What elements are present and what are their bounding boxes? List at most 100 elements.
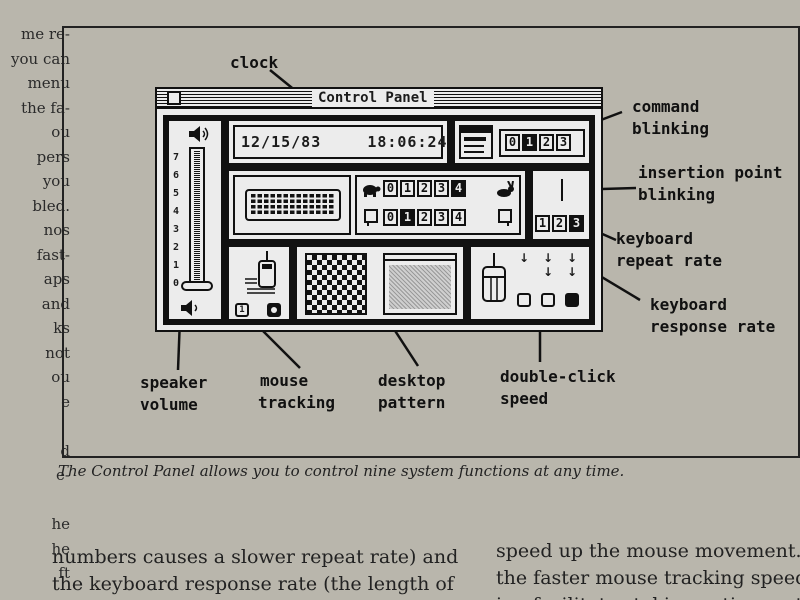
digit-option[interactable]: 3 (556, 134, 571, 151)
digit-option[interactable]: 1 (400, 180, 415, 197)
key-icon-fast (498, 209, 512, 226)
insertion-point-icon (561, 179, 563, 201)
double-click-option-3[interactable] (565, 293, 579, 307)
keyboard-key (270, 210, 275, 214)
clock-display[interactable]: 12/15/83 18:06:24 (233, 125, 447, 159)
clock-time[interactable]: 18:06:24 (367, 133, 448, 151)
keyboard-key (296, 199, 301, 203)
tracking-option-2[interactable] (267, 303, 281, 317)
close-box[interactable] (167, 91, 181, 105)
body-text-left: numbers causes a slower repeat rate) and… (52, 546, 459, 595)
arrow-down-icon: ↓↓ (542, 251, 554, 279)
body-text-right: speed up the mouse movement. the faster … (496, 540, 800, 600)
keyboard-key (296, 205, 301, 209)
volume-scale-label: 4 (173, 206, 180, 217)
left-column-line: ou (51, 368, 70, 386)
left-column-line: bled. (32, 196, 70, 215)
digit-option[interactable]: 4 (451, 180, 466, 197)
left-column-line: menu (27, 74, 70, 92)
clock-pane: 12/15/83 18:06:24 (227, 119, 449, 165)
volume-scale-label: 1 (173, 260, 180, 271)
arrow-down-icon: ↓ (518, 251, 530, 265)
keyboard-key (322, 199, 327, 203)
keyboard-key (257, 205, 262, 209)
keyboard-key (251, 194, 256, 198)
keyboard-key (257, 210, 262, 214)
left-column-line: he (51, 515, 70, 533)
keyboard-key (290, 199, 295, 203)
digit-option[interactable]: 3 (434, 180, 449, 197)
speaker-icon (189, 126, 209, 142)
digit-option[interactable]: 3 (569, 215, 584, 232)
left-column-line: you (42, 172, 70, 190)
window-title: Control Panel (312, 90, 434, 107)
digit-option[interactable]: 4 (451, 209, 466, 226)
left-column-line: you can (11, 49, 70, 68)
digit-option[interactable]: 0 (383, 180, 398, 197)
desktop-preview[interactable] (383, 253, 457, 315)
volume-scale-label: 3 (173, 224, 180, 235)
digit-option[interactable]: 2 (417, 180, 432, 197)
keyboard-key (283, 205, 288, 209)
left-column-line: he (51, 539, 70, 558)
keyboard-key (290, 210, 295, 214)
digit-option[interactable]: 1 (400, 209, 415, 226)
left-column-line: ft (58, 564, 70, 582)
left-column-line (0, 488, 70, 513)
keyboard-key (322, 194, 327, 198)
volume-slider-thumb[interactable] (181, 281, 213, 291)
keyboard-key (283, 199, 288, 203)
left-column-line: aps (43, 270, 70, 288)
digit-option[interactable]: 0 (383, 209, 398, 226)
keyboard-key (290, 194, 295, 198)
keyboard-key (329, 199, 334, 203)
clock-date[interactable]: 12/15/83 (241, 133, 322, 151)
digit-option[interactable]: 3 (434, 209, 449, 226)
keyboard-key (309, 205, 314, 209)
left-column-line: pers (36, 147, 70, 166)
digit-option[interactable]: 2 (552, 215, 567, 232)
menu-icon (459, 125, 493, 159)
keyboard-picture (233, 175, 351, 235)
keyboard-key (277, 205, 282, 209)
digit-option[interactable]: 0 (505, 134, 520, 151)
keyboard-key (257, 199, 262, 203)
keyboard-key (309, 199, 314, 203)
left-column-line: not (45, 343, 70, 362)
keyboard-key (322, 205, 327, 209)
double-click-option-2[interactable] (541, 293, 555, 307)
left-column-line: nos (43, 221, 70, 239)
speaker-icon (181, 300, 198, 316)
keyboard-key (329, 205, 334, 209)
volume-slider-track[interactable] (189, 147, 205, 287)
tracking-option-1[interactable]: 1 (235, 303, 249, 317)
digit-option[interactable]: 1 (522, 134, 537, 151)
digit-option[interactable]: 1 (535, 215, 550, 232)
title-bar[interactable]: Control Panel (157, 89, 601, 109)
keyboard-key (316, 205, 321, 209)
keyboard-key (303, 194, 308, 198)
digit-option[interactable]: 2 (539, 134, 554, 151)
keyboard-key (277, 194, 282, 198)
key-icon-slow (364, 209, 378, 226)
digit-option[interactable]: 2 (417, 209, 432, 226)
keyboard-key (283, 210, 288, 214)
mouse-icon (245, 251, 276, 294)
double-click-option-1[interactable] (517, 293, 531, 307)
checkerboard-icon[interactable] (305, 253, 367, 315)
desktop-pattern-pane (295, 245, 465, 321)
clock-readout: 12/15/83 18:06:24 (241, 133, 448, 151)
volume-scale-label: 2 (173, 242, 180, 253)
keyboard-key (303, 210, 308, 214)
